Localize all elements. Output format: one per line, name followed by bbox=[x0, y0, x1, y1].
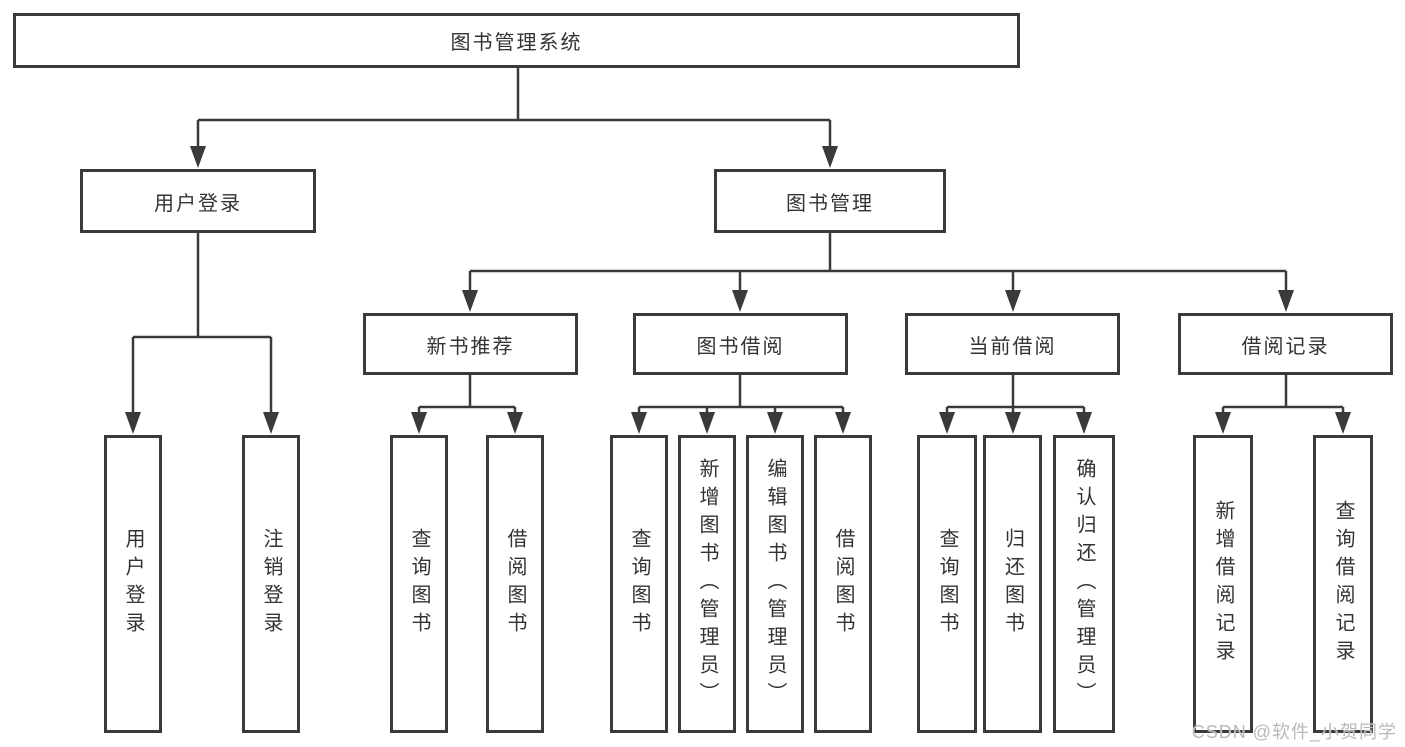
node-leaf-logout: 注销登录 bbox=[242, 435, 300, 733]
node-label: 查询借阅记录 bbox=[1332, 500, 1354, 668]
node-current-borrowing: 当前借阅 bbox=[905, 313, 1120, 375]
node-label: 图书管理 bbox=[786, 192, 874, 215]
node-leaf-records-add-record: 新增借阅记录 bbox=[1193, 435, 1253, 733]
node-label: 确认归还（管理员） bbox=[1073, 458, 1095, 710]
node-label: 借阅图书 bbox=[504, 528, 526, 640]
node-leaf-current-query-books: 查询图书 bbox=[917, 435, 977, 733]
node-label: 借阅图书 bbox=[832, 528, 854, 640]
node-user-login-group: 用户登录 bbox=[80, 169, 316, 233]
node-label: 新增借阅记录 bbox=[1212, 500, 1234, 668]
node-label: 编辑图书（管理员） bbox=[764, 458, 786, 710]
node-new-book-recommend: 新书推荐 bbox=[363, 313, 578, 375]
node-leaf-borrow-query-books: 查询图书 bbox=[610, 435, 668, 733]
node-label: 新增图书（管理员） bbox=[696, 458, 718, 710]
node-label: 查询图书 bbox=[408, 528, 430, 640]
node-label: 查询图书 bbox=[628, 528, 650, 640]
node-leaf-borrow-edit-books-admin: 编辑图书（管理员） bbox=[746, 435, 804, 733]
node-label: 新书推荐 bbox=[426, 335, 515, 358]
node-label: 图书管理系统 bbox=[450, 32, 583, 54]
node-root-library-management-system: 图书管理系统 bbox=[13, 13, 1020, 68]
node-leaf-user-login: 用户登录 bbox=[104, 435, 162, 733]
node-borrowing-records: 借阅记录 bbox=[1178, 313, 1393, 375]
node-leaf-recommend-borrow-books: 借阅图书 bbox=[486, 435, 544, 733]
node-label: 查询图书 bbox=[936, 528, 958, 640]
node-label: 用户登录 bbox=[122, 528, 144, 640]
node-label: 当前借阅 bbox=[968, 335, 1057, 358]
node-label: 注销登录 bbox=[260, 528, 282, 640]
node-book-management: 图书管理 bbox=[714, 169, 946, 233]
node-leaf-borrow-borrow-books: 借阅图书 bbox=[814, 435, 872, 733]
node-leaf-current-return-books: 归还图书 bbox=[983, 435, 1042, 733]
node-label: 用户登录 bbox=[154, 192, 242, 215]
node-leaf-borrow-add-books-admin: 新增图书（管理员） bbox=[678, 435, 736, 733]
node-leaf-current-confirm-return-admin: 确认归还（管理员） bbox=[1053, 435, 1115, 733]
watermark: CSDN @软件_小贺同学 bbox=[1191, 722, 1397, 742]
node-label: 图书借阅 bbox=[696, 335, 785, 358]
node-label: 借阅记录 bbox=[1241, 335, 1330, 358]
node-book-borrowing: 图书借阅 bbox=[633, 313, 848, 375]
node-leaf-recommend-query-books: 查询图书 bbox=[390, 435, 448, 733]
node-label: 归还图书 bbox=[1001, 528, 1024, 640]
node-leaf-records-query-record: 查询借阅记录 bbox=[1313, 435, 1373, 733]
